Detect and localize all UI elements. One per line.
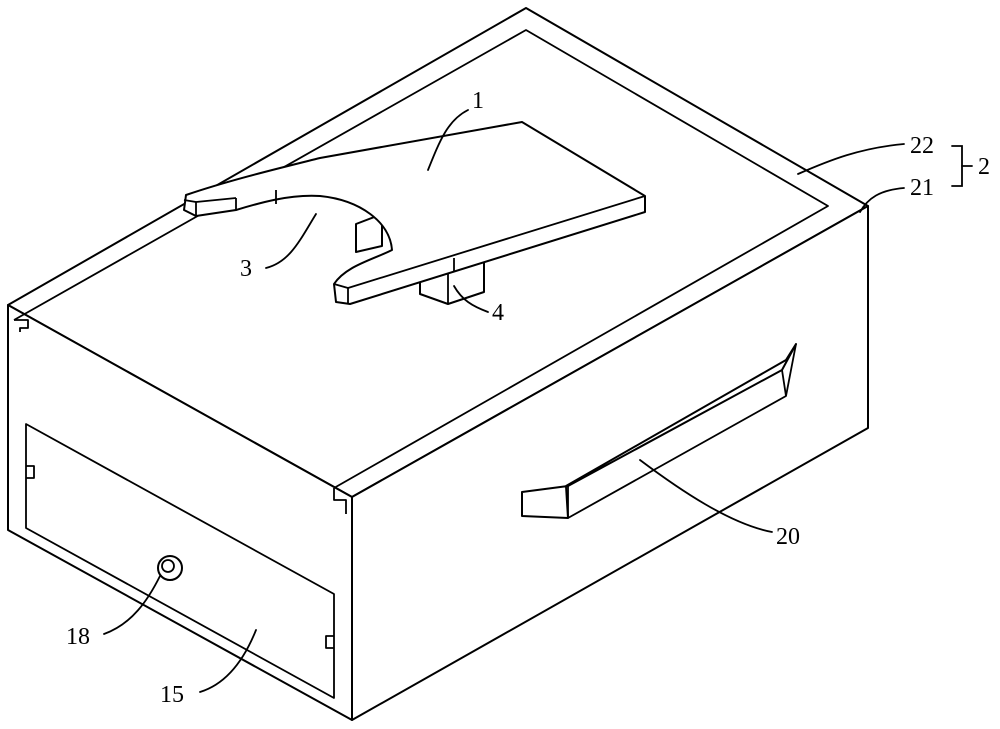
label-recess: 3 — [240, 256, 252, 282]
leader-22 — [797, 143, 905, 175]
label-drawer-panel: 15 — [160, 682, 184, 708]
side-handle-edge — [781, 369, 787, 397]
label-side-handle: 20 — [776, 524, 800, 550]
lid-notch-right — [333, 488, 347, 514]
leader-3 — [265, 213, 317, 269]
leader-18 — [103, 575, 161, 635]
leader-1 — [427, 109, 469, 171]
drawer-notch-top-left — [26, 465, 35, 479]
top-plate-right-edge — [333, 195, 646, 289]
label-box-lid: 22 — [910, 133, 934, 159]
bracket-2 — [951, 145, 963, 187]
label-housing: 2 — [978, 154, 990, 180]
side-handle — [521, 343, 797, 519]
top-plate — [183, 121, 646, 305]
leader-15 — [199, 629, 257, 693]
drawer-knob-inner — [161, 559, 175, 573]
leader-4 — [453, 285, 489, 313]
label-drawer-knob: 18 — [66, 624, 90, 650]
label-top-plate: 1 — [472, 88, 484, 114]
drawer-notch-bottom-right — [325, 635, 334, 649]
leader-20 — [639, 459, 773, 533]
side-handle-body — [567, 343, 797, 519]
label-support-block: 4 — [492, 300, 504, 326]
leader-21 — [859, 187, 905, 213]
lid-notch-left — [14, 319, 29, 332]
drawer-panel — [25, 423, 335, 699]
label-box-body: 21 — [910, 175, 934, 201]
